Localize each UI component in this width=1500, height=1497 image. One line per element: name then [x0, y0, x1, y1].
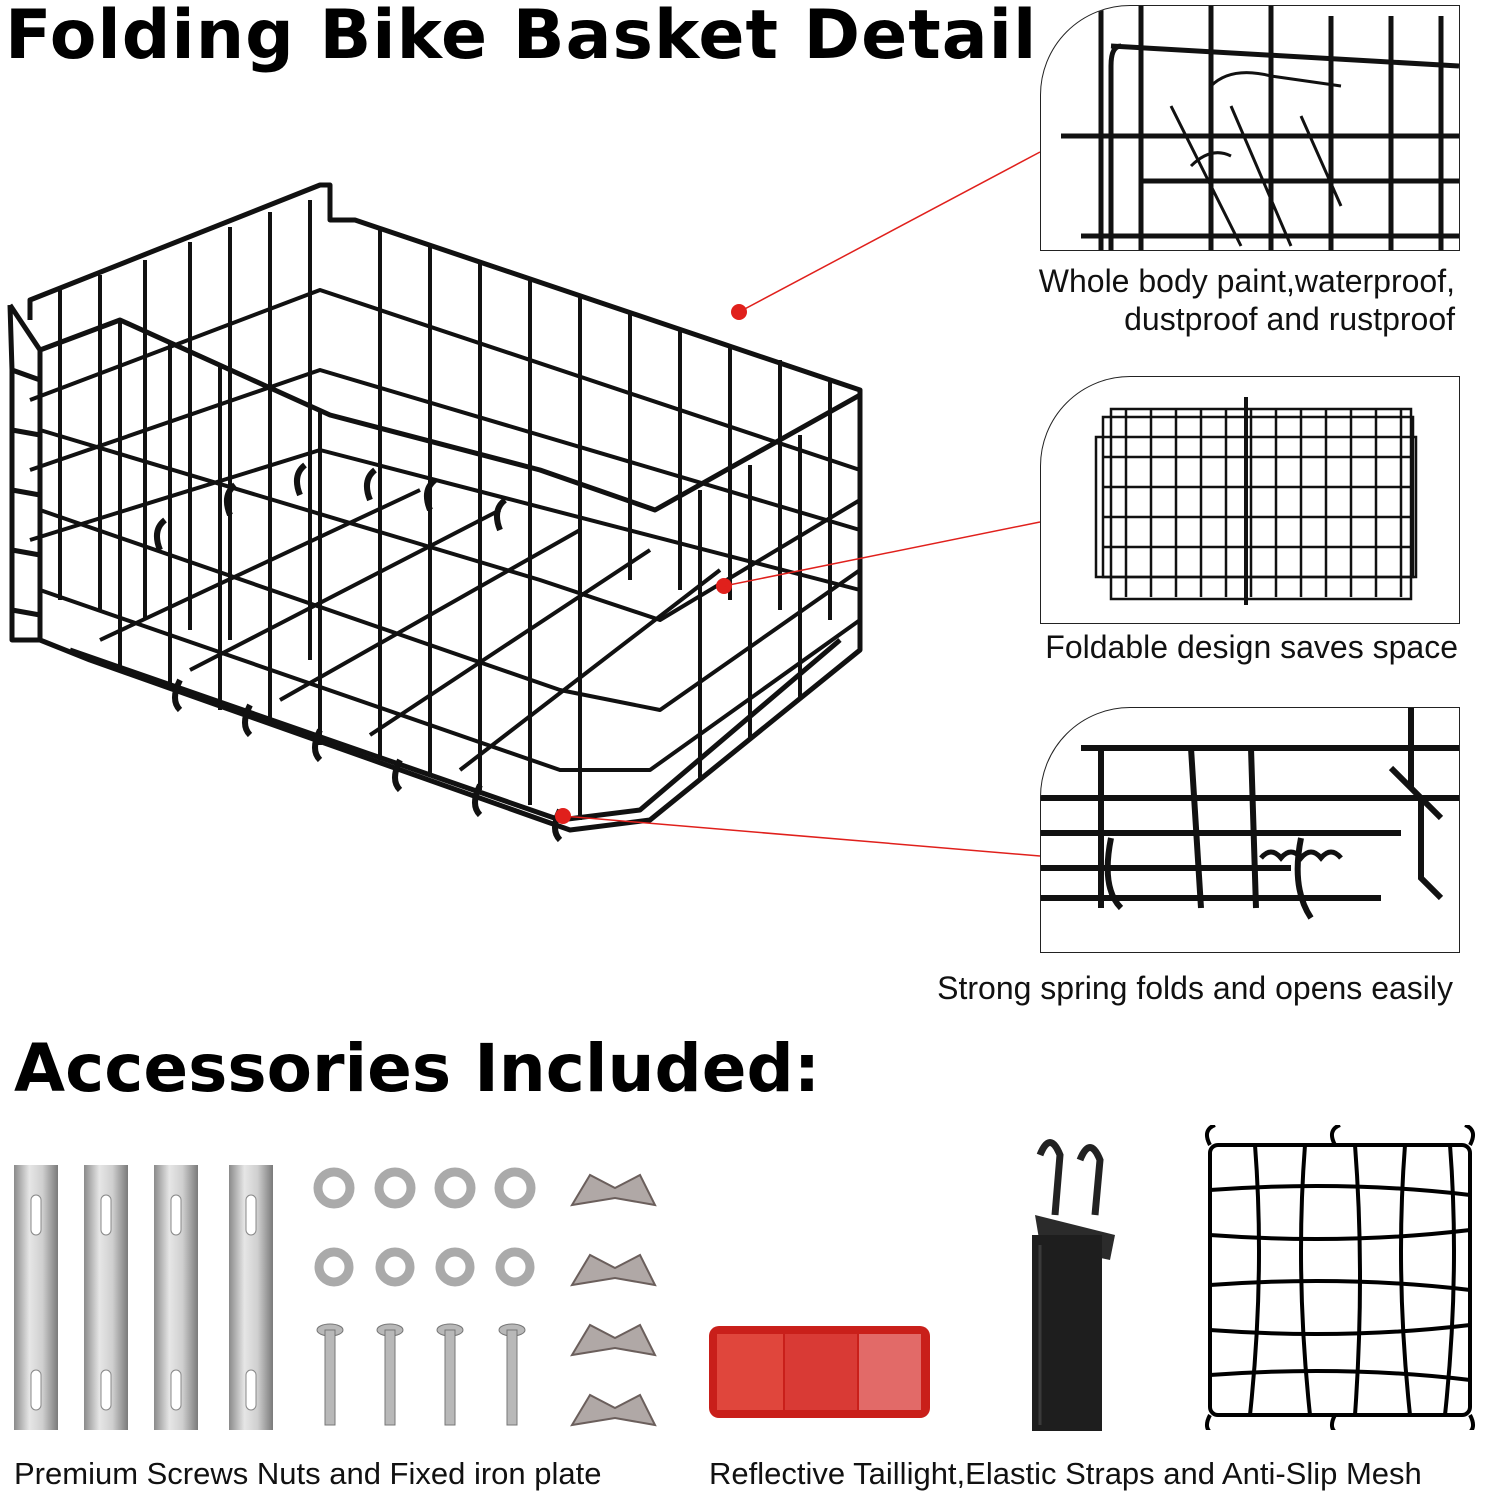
feature-caption-paint: Whole body paint,waterproof, dustproof a… [1038, 263, 1455, 337]
reflector-icon [709, 1326, 930, 1418]
pointer-lines [562, 151, 1041, 857]
folded-basket-icon [1094, 397, 1418, 605]
cargo-net-icon [1204, 1125, 1476, 1430]
accessory-label-taillight: Reflective Taillight,Elastic Straps and … [709, 1456, 1422, 1491]
spring-hinge-closeup-icon [1041, 708, 1459, 920]
basket-corner-closeup-icon [1061, 6, 1459, 250]
accessory-label-screws: Premium Screws Nuts and Fixed iron plate [14, 1456, 602, 1491]
feature-panel-spring [1040, 707, 1460, 953]
reflective-taillight-image [709, 1326, 930, 1418]
strap-icon [1032, 1139, 1115, 1431]
bolt-icon [316, 1323, 526, 1426]
feature-caption-foldable: Foldable design saves space [1045, 629, 1458, 665]
elastic-strap-image [1020, 1135, 1120, 1435]
washer-icon [313, 1167, 536, 1287]
feature-panel-paint [1040, 5, 1460, 251]
iron-plate-icon [14, 1165, 273, 1430]
screws-nuts-image [310, 1160, 660, 1430]
anti-slip-mesh-image [1195, 1125, 1495, 1430]
feature-caption-spring: Strong spring folds and opens easily [937, 970, 1453, 1006]
wing-nut-icon [570, 1173, 657, 1427]
page-title: Folding Bike Basket Detail [5, 0, 1038, 75]
feature-panel-foldable [1040, 376, 1460, 624]
iron-plates-image [14, 1165, 284, 1430]
basket-image [0, 170, 880, 860]
accessories-title: Accessories Included: [14, 1030, 821, 1107]
